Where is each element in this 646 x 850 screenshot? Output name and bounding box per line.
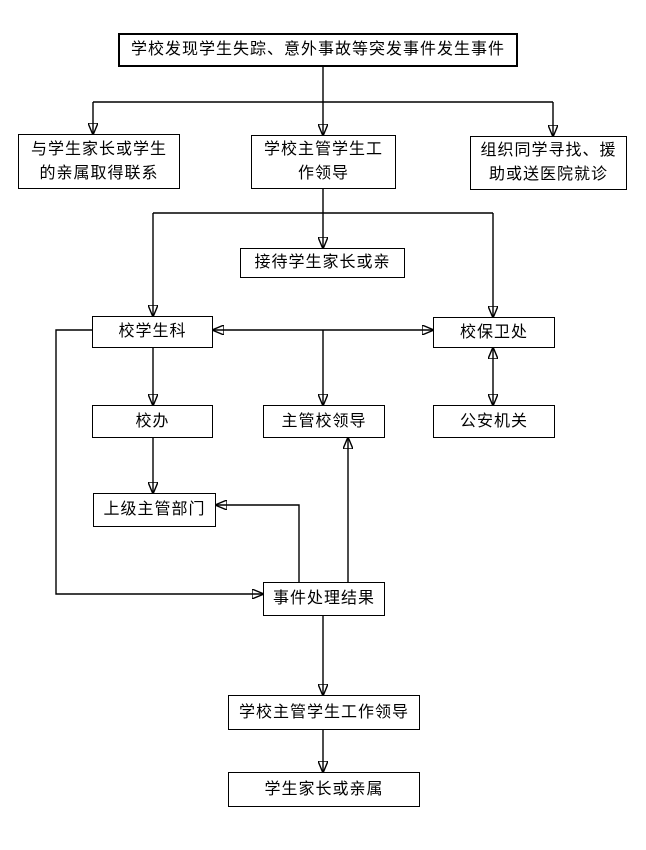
node-reception-label: 接待学生家长或亲: [254, 254, 391, 271]
node-supervising-school-leaders: 主管校领导: [263, 405, 385, 438]
node-student-work-leader-2: 学校主管学生工作领导: [228, 695, 420, 730]
node-student-affairs-office: 校学生科: [92, 316, 213, 348]
node-police-label: 公安机关: [459, 412, 528, 430]
node-student-work-leader-2-label: 学校主管学生工作领导: [238, 703, 409, 721]
node-incident-result-label: 事件处理结果: [272, 590, 375, 607]
node-school-office-label: 校办: [135, 412, 170, 430]
node-higher-authority-label: 上级主管部门: [103, 501, 206, 518]
node-organize-search-label: 组织同学寻找、援 助或送医院就诊: [480, 142, 617, 183]
node-incident: 学校发现学生失踪、意外事故等突发事件发生事件: [118, 33, 518, 67]
node-supervising-school-leaders-label: 主管校领导: [281, 412, 367, 430]
node-incident-result: 事件处理结果: [263, 582, 385, 616]
node-organize-search: 组织同学寻找、援 助或送医院就诊: [470, 136, 627, 190]
node-student-work-leader-label: 学校主管学生工 作领导: [263, 141, 383, 182]
node-police: 公安机关: [433, 405, 555, 438]
node-school-office: 校办: [92, 405, 213, 438]
edge-affairs-to-result: [55, 329, 263, 594]
node-reception: 接待学生家长或亲: [240, 248, 405, 278]
node-incident-label: 学校发现学生失踪、意外事故等突发事件发生事件: [130, 41, 505, 58]
node-security-office-label: 校保卫处: [459, 323, 528, 341]
node-student-affairs-office-label: 校学生科: [118, 323, 187, 340]
node-higher-authority: 上级主管部门: [93, 493, 216, 527]
node-contact-family-label: 与学生家长或学生 的亲属取得联系: [30, 140, 167, 182]
node-security-office: 校保卫处: [433, 317, 555, 348]
edge-result-to-higher: [216, 505, 300, 582]
node-student-work-leader: 学校主管学生工 作领导: [251, 135, 396, 189]
node-parents-label: 学生家长或亲属: [264, 780, 384, 798]
node-parents: 学生家长或亲属: [228, 772, 420, 807]
node-contact-family: 与学生家长或学生 的亲属取得联系: [18, 134, 180, 189]
